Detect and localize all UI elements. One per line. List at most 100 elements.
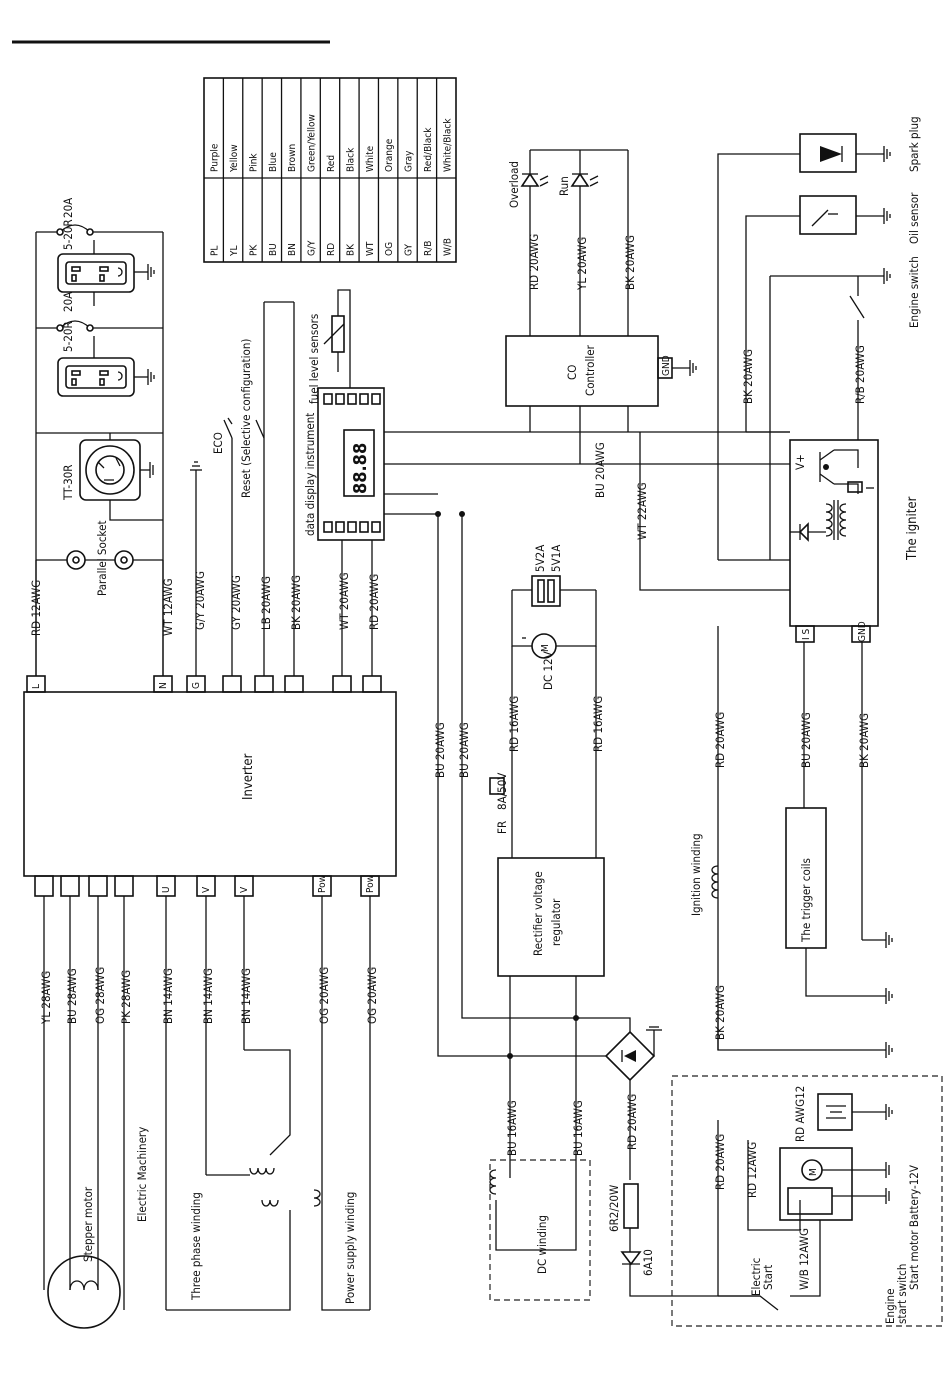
color-legend-table: PurplePLYellowYLPinkPKBlueBUBrownBNGreen… xyxy=(203,77,457,263)
bu20-trunk-wires: BU 20AWG BU 20AWG RD 20AWG xyxy=(433,511,662,1180)
fuse-label-mid: 20A xyxy=(61,292,75,312)
legend-code: G/Y xyxy=(307,240,318,256)
inverter-top-pin xyxy=(332,675,352,693)
legend-code: R/B xyxy=(423,241,434,256)
wire-bu16-a: BU 16AWG xyxy=(505,1100,519,1156)
wire-gy20: GY 20AWG xyxy=(229,575,243,630)
legend-name: Orange xyxy=(384,138,395,172)
socket-label-mid: 5-20R xyxy=(61,321,75,352)
ignition-winding-label: Ignition winding xyxy=(689,833,703,916)
stepper-label: Stepper motor xyxy=(81,1186,95,1262)
wire-rd20-ctrl: RD 20AWG xyxy=(527,234,541,290)
socket-5-20r-mid: 5-20R xyxy=(57,321,155,397)
start-switch-line1: Engine xyxy=(883,1289,897,1324)
legend-name: Yellow xyxy=(229,144,240,173)
inverter-top-pin xyxy=(222,675,242,693)
inverter-lower-wires: YL 28AWG BU 28AWG OG 28AWG PK 28AWG BN 1… xyxy=(39,896,379,1310)
wire-rdawg12: RD AWG12 xyxy=(793,1086,807,1142)
legend-code: WT xyxy=(365,241,376,256)
trigger-label: The trigger coils xyxy=(799,858,813,943)
controller-line2: Controller xyxy=(583,344,597,396)
wire-wb-label: W/B 12AWG xyxy=(797,1228,811,1290)
wire-rd20-start: RD 20AWG xyxy=(713,1134,727,1190)
fuel-sensor-label: fuel level sensors xyxy=(307,314,321,404)
inverter-top-pin-label: L xyxy=(31,684,42,689)
outlet-panel: 20A 5-20R 20A xyxy=(35,198,164,676)
controller-line1: CO xyxy=(565,365,579,380)
inverter-bottom-pin xyxy=(34,875,54,897)
fan-symbol: M xyxy=(540,644,551,652)
run-label: Run xyxy=(557,176,571,196)
inverter-upper-wires: ECO Reset (Selective configuration) xyxy=(35,301,373,676)
vplus-label: V+ xyxy=(793,454,807,470)
legend-code: BU xyxy=(268,243,279,256)
resistor-label: 6R2/20W xyxy=(607,1185,621,1232)
legend-name: Brown xyxy=(287,144,298,172)
legend-code: YL xyxy=(229,245,240,257)
wire-rd16-a: RD 16AWG xyxy=(507,696,521,752)
eco-label: ECO xyxy=(211,432,225,454)
inverter-title: Inverter xyxy=(241,753,256,800)
fuse-rating: 8A/50V xyxy=(495,773,509,810)
co-controller: CO Controller GND Overload Run RD 20AWG … xyxy=(505,149,697,464)
power-supply-winding: Power supply winding xyxy=(313,1189,370,1311)
wire-rd12-start: RD 12AWG xyxy=(745,1142,759,1198)
three-phase-label: Three phase winding xyxy=(189,1192,203,1301)
controller-gnd: GND xyxy=(661,355,672,376)
wire-bk20-ign2: BK 20AWG xyxy=(713,985,727,1040)
oil-sensor-label: Oil sensor xyxy=(907,192,921,244)
wire-og20-a: OG 20AWG xyxy=(317,967,331,1024)
wire-bu28: BU 28AWG xyxy=(65,968,79,1024)
overload-led: Overload xyxy=(507,161,549,208)
display-label: data display instrument xyxy=(303,413,317,536)
wire-bk20-ctrl: BK 20AWG xyxy=(623,235,637,290)
inverter-top-pin xyxy=(254,675,274,693)
legend-name: Red/Black xyxy=(423,127,434,172)
wire-bk20: BK 20AWG xyxy=(289,575,303,630)
wire-rd12: RD 12AWG xyxy=(29,580,43,636)
fan-voltage: DC 12V xyxy=(541,651,555,690)
legend-name: Green/Yellow xyxy=(307,114,318,172)
socket-5-20r-top: 5-20R xyxy=(57,219,155,306)
wire-wt12: WT 12AWG xyxy=(161,578,175,636)
reset-label: Reset (Selective configuration) xyxy=(239,339,253,498)
inverter-bottom-pin-label: Pow xyxy=(365,875,376,893)
inverter-top-pin-label: G xyxy=(191,682,202,689)
wire-rd16-b: RD 16AWG xyxy=(591,696,605,752)
ignition-coil-section: Ignition winding BK 20AWG The trigger co… xyxy=(689,807,893,1058)
wire-gy-g: G/Y 20AWG xyxy=(193,571,207,630)
resistor-diode: 6R2/20W 6A10 xyxy=(607,1183,760,1297)
wire-rd20: RD 20AWG xyxy=(367,574,381,630)
fan-spec-1: 5V2A xyxy=(533,545,547,572)
igniter-label: The igniter xyxy=(905,496,920,561)
battery-label: Start motor Battery-12V xyxy=(907,1165,921,1290)
wire-bn14-c: BN 14AWG xyxy=(239,968,253,1024)
diode-label: 6A10 xyxy=(641,1249,655,1276)
inverter-top-pin xyxy=(362,675,382,693)
engine-start-switch: Engine start switch RD 20AWG Electric St… xyxy=(671,1075,943,1327)
wire-bu20-a: BU 20AWG xyxy=(433,722,447,778)
socket-label-top: 5-20R xyxy=(61,219,75,250)
wire-rd20-bridge: RD 20AWG xyxy=(625,1094,639,1150)
display-digits: 88.88 xyxy=(350,443,371,494)
wire-og20-b: OG 20AWG xyxy=(365,967,379,1024)
legend-name: Red xyxy=(326,155,337,172)
stepper-motor: Stepper motor Electric Machinery xyxy=(47,1127,149,1329)
legend-name: White xyxy=(365,145,376,172)
three-phase-winding: Three phase winding xyxy=(166,1049,291,1311)
legend-code: W/B xyxy=(442,238,453,256)
dc-winding: BU 16AWG BU 16AWG DC winding xyxy=(489,1100,591,1301)
start-switch-line2: start switch xyxy=(895,1264,909,1324)
legend-code: BK xyxy=(345,243,356,256)
parallel-socket: Parallel Socket xyxy=(66,520,134,596)
legend-name: Black xyxy=(345,147,356,172)
fuse-20a-mid: 20A xyxy=(56,292,94,332)
wire-yl28: YL 28AWG xyxy=(39,971,53,1025)
legend-name: Gray xyxy=(404,150,415,172)
dc-winding-label: DC winding xyxy=(535,1215,549,1274)
parallel-socket-label: Parallel Socket xyxy=(95,520,109,596)
legend-code: RD xyxy=(326,243,337,256)
legend-code: PL xyxy=(210,246,221,256)
socket-tt-30r: TT-30R xyxy=(61,433,163,521)
